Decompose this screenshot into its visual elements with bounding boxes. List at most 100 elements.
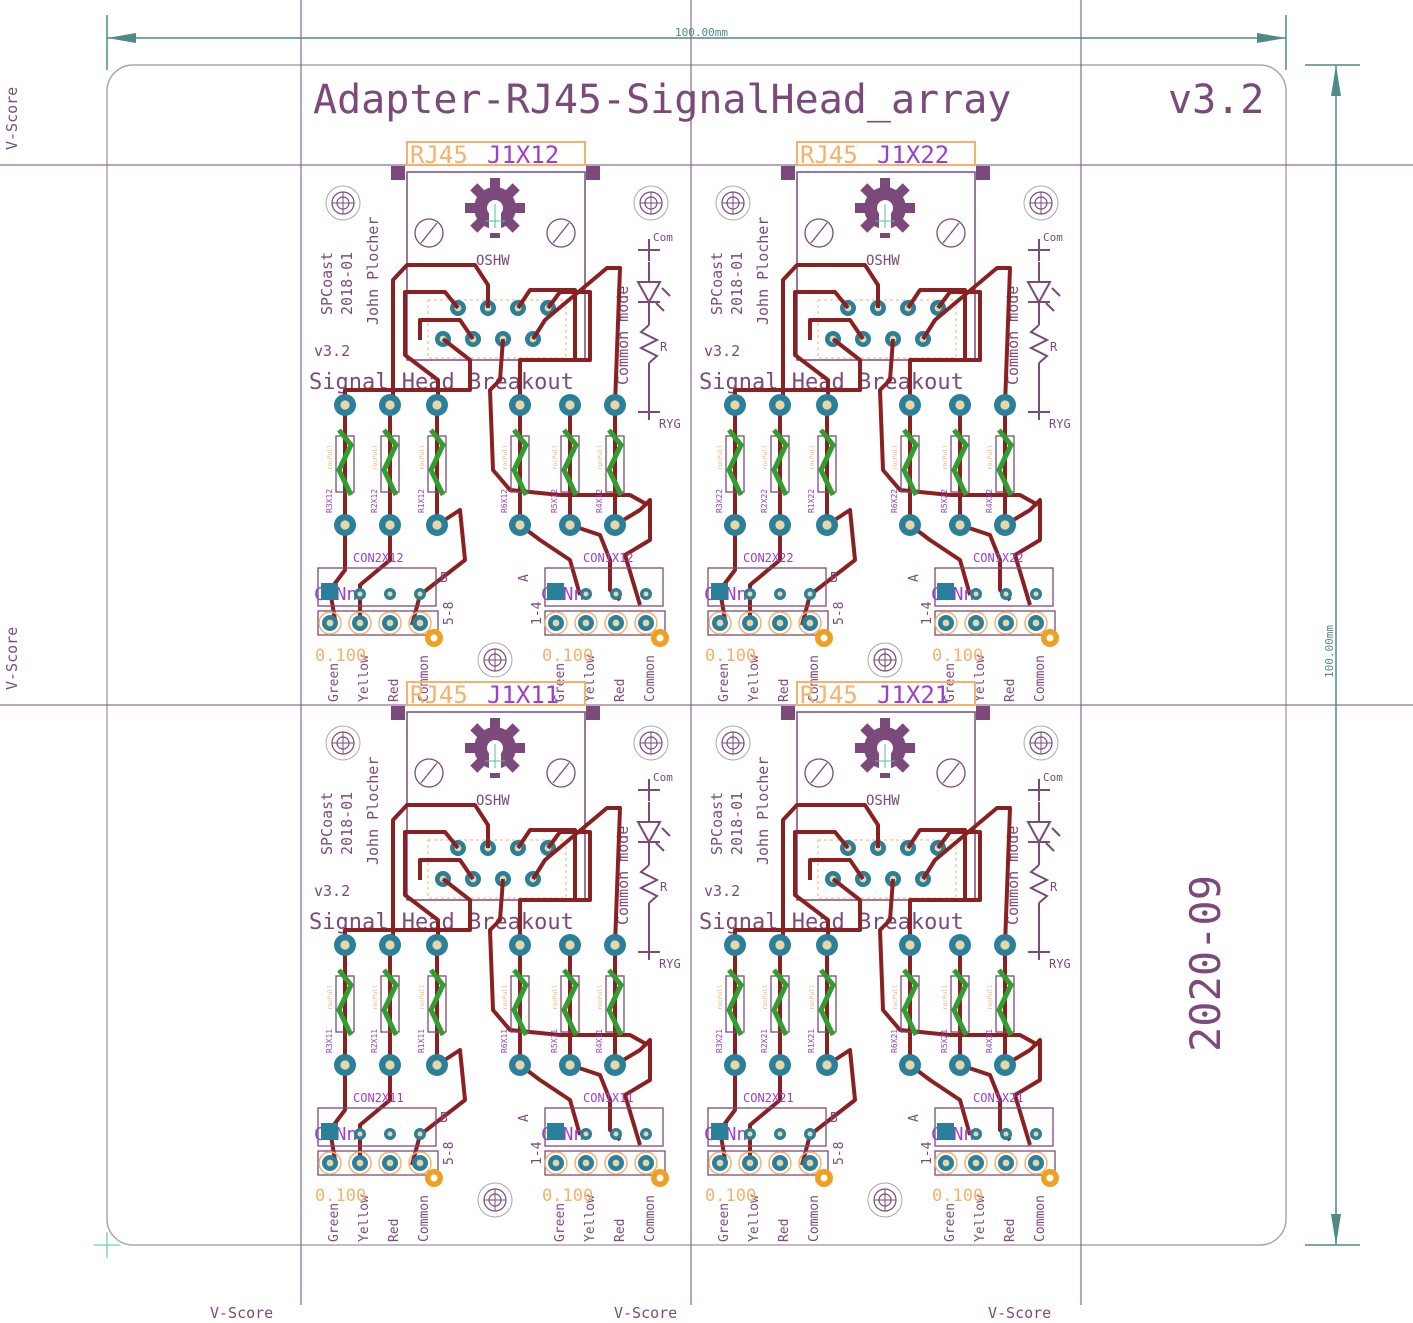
header-pin-3-drill [1002,1159,1010,1167]
resistor-pad-top-drill [565,940,575,950]
terminal-pin-3-drill [613,1131,619,1137]
trace-9 [718,525,737,621]
trace-4 [516,288,577,360]
trace-6 [531,266,622,406]
trace-7 [878,338,951,497]
header-pin-2-drill [972,1159,980,1167]
dimension-horizontal: 100.00mm [106,15,1287,70]
jack-corner-left [781,706,795,720]
mount-hole-top-left [715,725,751,761]
connector-range-label: 5-8 [442,602,457,625]
connector-group-letter: B [440,571,448,586]
terminal-pin-3-drill [777,1131,783,1137]
connector-group-letter: B [830,571,838,586]
header-pin-1-drill [942,619,950,627]
tile-version: v3.2 [704,342,740,360]
wire-label-yellow: Yellow [973,655,988,702]
terminal-pin-4-drill [417,591,423,597]
header-pitch-label: 0.100 [705,646,756,666]
wire-label-red: Red [613,1219,628,1242]
resistor-pad-bottom-drill [610,520,620,530]
resistor-pad-top-drill [730,400,740,410]
resistor-pad-top-drill [432,400,442,410]
resistor-pad-top-drill [610,400,620,410]
resistor-pad-top-drill [385,400,395,410]
header-ring-3 [994,611,1018,635]
resistor-pad-top-drill [955,400,965,410]
header-ring-4 [634,1151,658,1175]
jack-corner-right [586,706,600,720]
legend-com-label: Com [1043,771,1063,784]
header-outline [317,610,439,636]
oshw-gear-icon [855,178,915,238]
resistor-pad-top-drill [385,940,395,950]
mount-hole-bottom [867,1182,903,1218]
wire-label-red: Red [1003,1219,1018,1242]
wire-label-green: Green [327,663,342,702]
connector-housing [934,1107,1054,1147]
header-pin-2-drill [746,1159,754,1167]
resistor-pad-top-drill [730,940,740,950]
connector-designator: CON1X11 [583,1091,634,1105]
trace-1 [391,263,490,405]
resistor-designator: R6X12 [500,489,509,513]
credit-date: 2018-01 [728,252,746,315]
header-pitch-label: 0.100 [705,1186,756,1206]
legend-resistor-icon [638,324,660,364]
header-pin-3-drill [776,1159,784,1167]
connector-housing [707,567,827,607]
oshw-label: OSHW [866,793,900,809]
trace-14 [613,498,652,606]
header-pin-3-drill [776,619,784,627]
legend-ryg-label: RYG [1049,957,1071,971]
wire-label-green: Green [943,1203,958,1242]
header-ring-2 [738,611,762,635]
trace-7 [878,878,951,1037]
oshw-gear-icon [465,718,525,778]
terminal-pin-4-drill [417,1131,423,1137]
resistor-designator: R5X11 [550,1029,559,1053]
connector-group-letter: A [907,574,922,582]
jack-ref-box [796,681,976,706]
wire-label-green: Green [717,1203,732,1242]
dimension-vertical-label: 100.00mm [1323,625,1336,678]
header-ring-3 [378,611,402,635]
header-ring-2 [738,1151,762,1175]
credit-author: John Plocher [364,217,382,325]
mount-hole-top-left-outer [325,185,361,221]
trace-15 [950,1033,1039,1047]
connector-designator: CON1X12 [583,551,634,565]
jack-corner-left [391,166,405,180]
oshw-label: OSHW [476,253,510,269]
wire-label-yellow: Yellow [583,1195,598,1242]
oshw-gear-icon-tooth [490,718,500,730]
header-ring-2 [348,1151,372,1175]
jack-designator: J1X22 [877,141,949,169]
connector-designator: CON2X22 [743,551,794,565]
resistor-pad-top-drill [432,940,442,950]
resistor-pad-bottom-drill [730,1060,740,1070]
wire-label-common: Common [807,655,822,702]
trace-8 [418,858,475,881]
resistor-green-trace [336,968,354,1037]
terminal-pin-square [547,1123,564,1140]
wire-label-yellow: Yellow [973,1195,988,1242]
wire-label-green: Green [553,1203,568,1242]
legend-ryg-label: RYG [659,957,681,971]
jack-corner-right [586,166,600,180]
header-pitch-label: 0.100 [315,1186,366,1206]
legend-resistor-icon [1028,324,1050,364]
resistor-pad-top-drill [955,940,965,950]
terminal-pin-2-drill [583,591,589,597]
legend-schematic [1026,239,1061,420]
resistor-pad-bottom-drill [515,520,525,530]
